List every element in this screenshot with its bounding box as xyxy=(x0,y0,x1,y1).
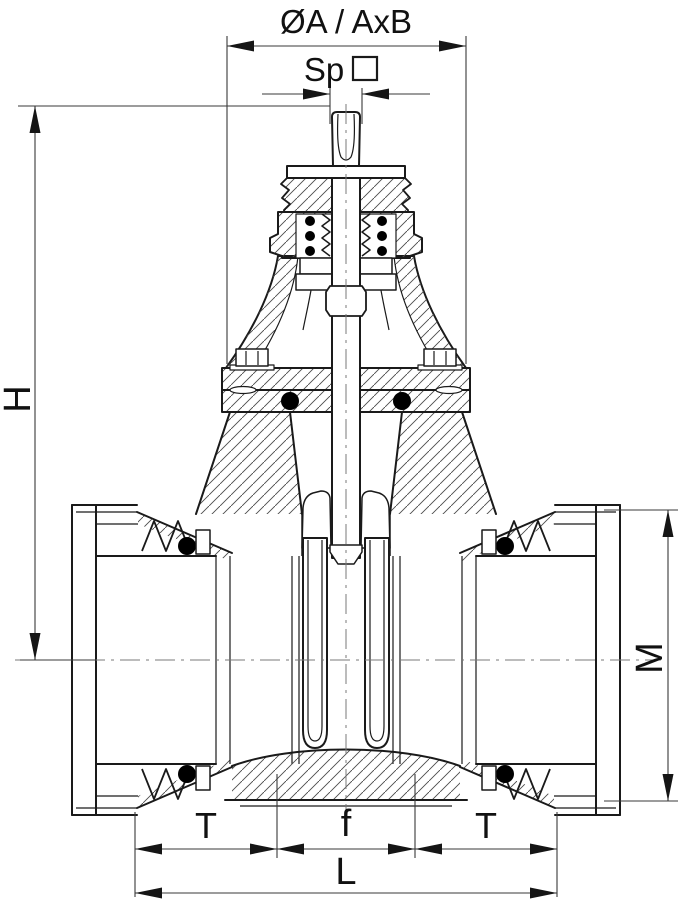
socket-gasket-zigzag xyxy=(501,520,551,552)
socket-seal-ring xyxy=(496,537,514,555)
dim-socket-depth-and-gap: T f T xyxy=(134,774,558,897)
wedge-shoe xyxy=(302,537,328,749)
hex-bolt-right xyxy=(417,348,463,371)
dim-overall-length: L xyxy=(135,851,557,899)
socket-depth-right-dim-label: T xyxy=(475,805,497,846)
stem-o-ring xyxy=(377,231,387,241)
socket-left-group xyxy=(71,504,233,816)
stem-o-ring xyxy=(377,216,387,226)
socket-seal-ring xyxy=(178,765,196,783)
packing-spring xyxy=(321,213,331,257)
centerline-group xyxy=(15,104,661,824)
top-width-dim-label: ØA / AxB xyxy=(280,3,412,40)
stem-o-ring xyxy=(305,216,315,226)
socket-depth-left-dim-label: T xyxy=(195,805,217,846)
packing-spring xyxy=(361,213,371,257)
overall-length-dim-label: L xyxy=(335,851,356,893)
stem-square-dim-label: Sp xyxy=(304,51,344,88)
body-wall-group xyxy=(195,411,497,556)
hex-bolt-left xyxy=(229,348,275,371)
wedge-guide xyxy=(360,490,391,549)
bonnet-o-ring-seal xyxy=(393,392,411,410)
dim-socket-height: M xyxy=(604,509,678,802)
socket-seal-ring xyxy=(178,537,196,555)
stem-o-ring xyxy=(377,246,387,256)
height-dim-label: H xyxy=(0,385,39,412)
flange-washer xyxy=(229,385,257,395)
socket-seal-ring xyxy=(496,765,514,783)
socket-gasket-zigzag xyxy=(501,768,551,800)
wedge-group xyxy=(301,490,391,749)
socket-height-dim-label: M xyxy=(629,642,671,674)
dim-stem-square: Sp xyxy=(262,51,430,124)
stem-o-ring xyxy=(305,246,315,256)
bonnet-o-ring-seal xyxy=(281,392,299,410)
dim-height: H xyxy=(0,105,330,661)
joint-gap-dim-label: f xyxy=(341,803,352,845)
socket-gasket-zigzag xyxy=(141,520,191,552)
stem-o-ring xyxy=(305,231,315,241)
dim-top-width: ØA / AxB xyxy=(226,3,467,364)
wedge-guide xyxy=(301,490,332,549)
stem-wedge-nut xyxy=(329,544,363,565)
flange-washer xyxy=(435,385,463,395)
stem-collar xyxy=(325,285,367,317)
wedge-shoe xyxy=(364,537,390,749)
socket-gasket-zigzag xyxy=(141,768,191,800)
square-section-icon xyxy=(351,55,379,82)
